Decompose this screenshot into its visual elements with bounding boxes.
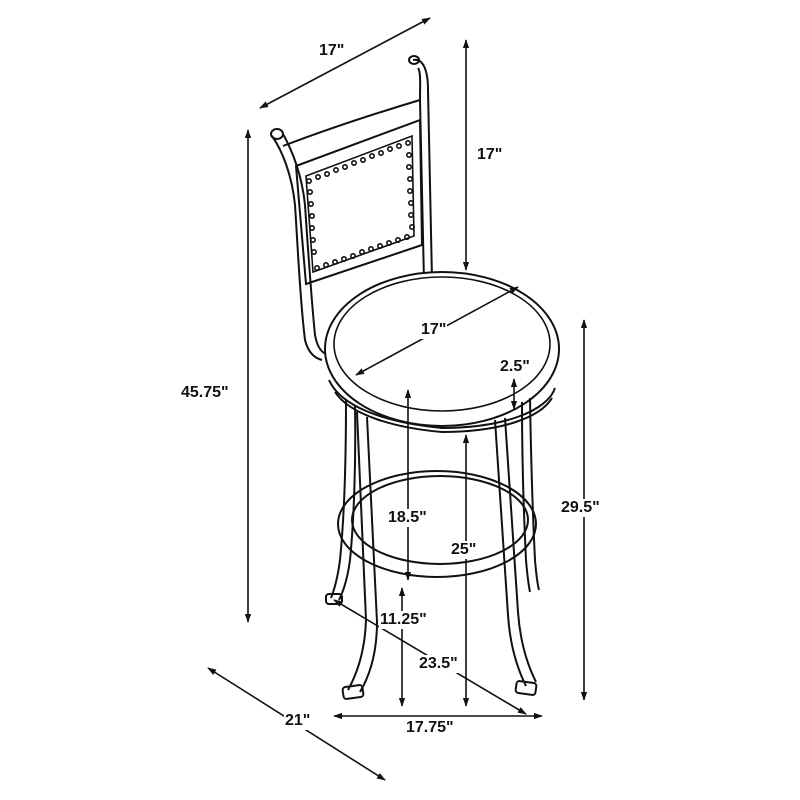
label-base-width: 17.75" xyxy=(405,719,455,737)
label-backrest-width: 17" xyxy=(318,42,346,60)
label-base-depth: 21" xyxy=(284,712,312,730)
seat xyxy=(324,271,560,434)
label-footrest-height: 11.25" xyxy=(379,611,428,629)
label-backrest-height: 17" xyxy=(476,146,504,164)
dim-backrest-width xyxy=(259,17,431,109)
label-seat-height: 29.5" xyxy=(560,499,601,517)
label-footrest-to-seat: 18.5" xyxy=(387,509,428,527)
label-inner-height: 25" xyxy=(450,541,478,559)
label-seat-thickness: 2.5" xyxy=(499,358,531,376)
footrest-ring xyxy=(337,470,537,578)
label-base-diagonal: 23.5" xyxy=(418,655,459,673)
label-overall-height: 45.75" xyxy=(180,384,230,402)
label-seat-diameter: 17" xyxy=(420,321,448,339)
backrest-studs xyxy=(305,140,415,271)
